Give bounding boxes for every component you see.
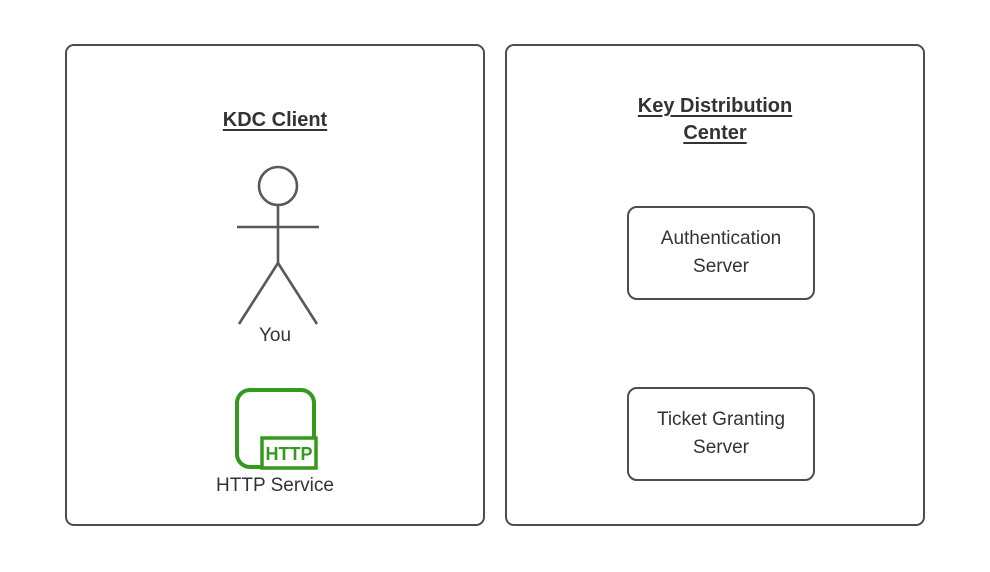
http-service-icon: HTTP <box>235 388 318 470</box>
key-distribution-center-panel: Key Distribution Center Authentication S… <box>505 44 925 526</box>
service-label: HTTP Service <box>216 475 334 496</box>
authentication-server-node: Authentication Server <box>627 206 815 300</box>
kdc-title-line-1: Key Distribution <box>637 95 793 117</box>
person-head <box>257 165 299 207</box>
ticket-granting-server-node: Ticket Granting Server <box>627 387 815 481</box>
kdc-client-title-line: KDC Client <box>222 108 328 131</box>
kdc-client-title: KDC Client <box>67 92 483 148</box>
http-badge-text: HTTP <box>266 444 313 464</box>
kdc-title: Key Distribution Center <box>507 92 923 148</box>
stick-figure-person-icon <box>237 165 319 325</box>
kdc-title-line-2: Center <box>683 122 747 144</box>
authentication-server-label: Authentication Server <box>660 228 782 277</box>
person-right-leg <box>276 262 319 325</box>
kdc-client-panel: KDC Client You HTTP HTTP Service <box>65 44 485 526</box>
person-left-leg <box>237 262 280 325</box>
http-badge-box <box>260 436 318 470</box>
ticket-granting-server-label: Ticket Granting Server <box>656 409 786 458</box>
actor-label: You <box>258 325 292 346</box>
